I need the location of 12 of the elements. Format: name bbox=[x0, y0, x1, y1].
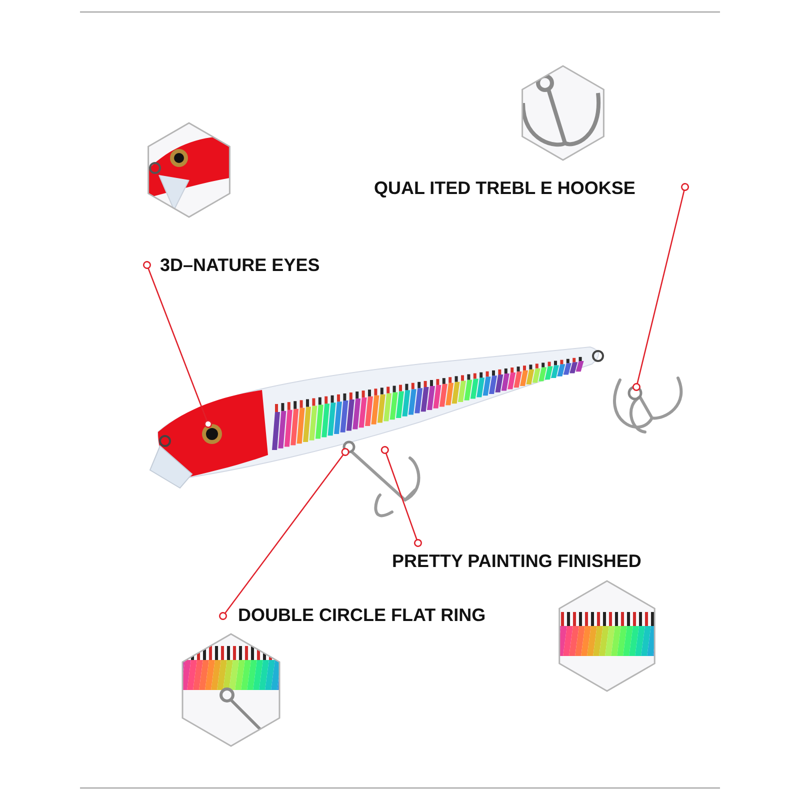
callout-label: PRETTY PAINTING FINISHED bbox=[390, 543, 672, 573]
leader-line bbox=[632, 183, 689, 391]
leader-line bbox=[380, 446, 422, 547]
hook-eye bbox=[628, 386, 642, 400]
callout-label: QUAL ITED TREBL E HOOKSE bbox=[372, 176, 685, 200]
holographic-stripes bbox=[272, 356, 584, 450]
split-ring bbox=[342, 440, 356, 454]
callout-label: DOUBLE CIRCLE FLAT RING bbox=[223, 603, 511, 627]
leader-line bbox=[143, 261, 212, 428]
lure-eye bbox=[202, 424, 222, 444]
callout-label: 3D–NATURE EYES bbox=[147, 253, 352, 277]
leader-line bbox=[219, 448, 350, 620]
